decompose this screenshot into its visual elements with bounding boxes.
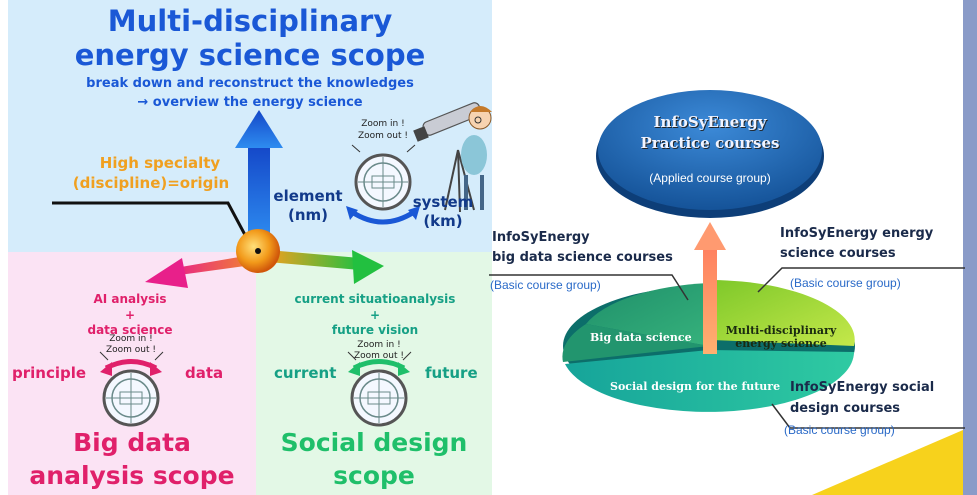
practice-title-line1: InfoSyEnergy [653, 113, 767, 131]
top-zoom-out-label: Zoom out ! [357, 131, 408, 141]
current-situation-line2: + [369, 308, 381, 322]
principle-label: principle [12, 364, 87, 382]
system-label: system [412, 193, 474, 211]
right-arrow [268, 250, 384, 284]
top-subtitle-line1: break down and reconstruct the knowledge… [86, 76, 414, 91]
top-zoom-dial [346, 144, 420, 225]
bigdata-connector [489, 274, 689, 301]
social-zoom-in-label: Zoom in ! [357, 340, 401, 350]
top-title-line1: Multi-disciplinary [107, 4, 393, 38]
practice-up-arrow [694, 222, 726, 354]
element-label: element [273, 187, 343, 205]
current-situation-line3: future vision [331, 323, 419, 337]
pie-multi-label-line1: Multi-disciplinary [725, 324, 837, 337]
pie-social-slice [565, 350, 854, 412]
bigdata-zoom-out-label: Zoom out ! [105, 345, 156, 355]
bigdata-courses-line2: big data science courses [492, 250, 673, 265]
bigdata-zoom-in-label: Zoom in ! [109, 334, 153, 344]
bigdata-zoom-dial [99, 351, 164, 427]
origin-pointer-line [52, 201, 254, 249]
telescope-scientist-illustration [413, 102, 492, 213]
system-unit: (km) [423, 212, 463, 230]
social-courses-line1: InfoSyEnergy social [790, 380, 935, 395]
element-unit: (nm) [287, 206, 329, 224]
pie-energy-slice [712, 280, 855, 346]
bigdata-group-label: (Basic course group) [490, 278, 601, 292]
social-scope-title-line1: Social design [280, 428, 468, 457]
pie-bigdata-slice-ext [562, 324, 709, 362]
practice-title-line2: Practice courses [640, 134, 780, 152]
left-arrow [145, 256, 245, 288]
up-arrow [235, 110, 283, 240]
bigdata-courses-line1: InfoSyEnergy [492, 230, 590, 245]
current-situation-line1: current situatioanalysis [294, 292, 456, 306]
social-zoom-out-label: Zoom out ! [353, 351, 404, 361]
current-label: current [274, 364, 337, 382]
top-subtitle-line2: → overview the energy science [137, 95, 363, 110]
energy-connector [757, 267, 965, 293]
social-courses-line2: design courses [790, 401, 900, 416]
energy-group-label: (Basic course group) [790, 276, 901, 290]
data-label: data [185, 364, 224, 382]
pie-multi-label-line2: energy science [735, 337, 827, 350]
future-label: future [425, 364, 478, 382]
social-zoom-dial [347, 351, 412, 427]
high-specialty-line2: (discipline)=origin [72, 174, 230, 192]
ai-analysis-line2: + [124, 308, 136, 322]
bigdata-scope-title-line1: Big data [73, 428, 191, 457]
social-connector [771, 403, 965, 429]
practice-group-label: (Applied course group) [649, 171, 771, 185]
ai-analysis-line3: data science [87, 323, 173, 337]
pie-social-label: Social design for the future [610, 380, 781, 393]
scope-diagram-graphics [52, 102, 492, 427]
top-title-line2: energy science scope [74, 38, 426, 72]
high-specialty-line1: High specialty [99, 154, 221, 172]
pie-bigdata-slice [586, 283, 709, 346]
top-zoom-in-label: Zoom in ! [361, 119, 405, 129]
right-side-strip [963, 0, 977, 495]
social-scope-title-line2: scope [333, 461, 415, 490]
social-group-label: (Basic course group) [784, 423, 895, 437]
bigdata-scope-title-line2: analysis scope [29, 461, 235, 490]
energy-courses-line2: science courses [780, 246, 896, 261]
pie-bigdata-label: Big data science [590, 331, 692, 344]
energy-courses-line1: InfoSyEnergy energy [780, 226, 934, 241]
ai-analysis-line1: AI analysis [93, 292, 167, 306]
